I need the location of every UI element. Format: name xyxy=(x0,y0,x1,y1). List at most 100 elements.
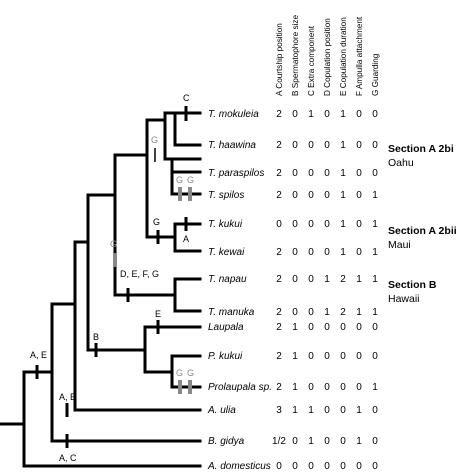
matrix-cell: 0 xyxy=(324,247,330,258)
taxon-label: Prolaupala sp. xyxy=(208,382,272,393)
matrix-cell: 0 xyxy=(308,322,314,333)
label-spilos-1: G xyxy=(176,175,183,185)
column-header: D Copulation position xyxy=(323,18,332,96)
matrix-cell: 0 xyxy=(372,140,378,151)
taxon-label: T. kukui xyxy=(208,219,243,230)
matrix-cell: 0 xyxy=(308,140,314,151)
matrix-cell: 0 xyxy=(324,461,330,472)
matrix-cell: 2 xyxy=(340,274,346,285)
matrix-cell: 0 xyxy=(324,140,330,151)
column-header: B Spermatophore size xyxy=(291,15,300,96)
matrix-cell: 2 xyxy=(276,247,282,258)
taxon-label: T. haawina xyxy=(208,140,256,151)
matrix-cell: 1 xyxy=(356,274,362,285)
matrix-cell: 1 xyxy=(340,168,346,179)
taxon-label: A. domesticus xyxy=(207,461,271,472)
matrix-cell: 0 xyxy=(356,461,362,472)
matrix-cell: 0 xyxy=(356,219,362,230)
matrix-cell: 1 xyxy=(308,109,314,120)
matrix-cell: 0 xyxy=(292,140,298,151)
label-kukui-tip: A xyxy=(183,234,189,244)
column-header: A Courtship position xyxy=(275,23,284,96)
column-headers: A Courtship position B Spermatophore siz… xyxy=(275,15,380,96)
taxon-label: T. kewai xyxy=(208,247,245,258)
matrix-cell: 0 xyxy=(308,382,314,393)
matrix-cell: 0 xyxy=(372,351,378,362)
matrix-cell: 0 xyxy=(308,351,314,362)
matrix-cell: 0 xyxy=(292,247,298,258)
matrix-cell: 2 xyxy=(276,307,282,318)
taxon-label: T. mokuleia xyxy=(208,109,259,120)
taxon-label: Laupala xyxy=(208,322,244,333)
taxon-label: A. ulia xyxy=(207,405,236,416)
section-subtitle: Maui xyxy=(388,239,411,251)
matrix-cell: 0 xyxy=(292,307,298,318)
matrix-cell: 1/2 xyxy=(272,436,286,447)
matrix-cell: 0 xyxy=(324,322,330,333)
matrix-cell: 0 xyxy=(356,382,362,393)
matrix-cell: 1 xyxy=(292,322,298,333)
matrix-cell: 0 xyxy=(324,382,330,393)
label-oahu-node: G xyxy=(151,135,158,145)
matrix-cell: 0 xyxy=(372,168,378,179)
matrix-cell: 1 xyxy=(372,190,378,201)
column-header: E Copulation duration xyxy=(339,17,348,96)
matrix-cell: 0 xyxy=(340,322,346,333)
matrix-cell: 1 xyxy=(308,405,314,416)
matrix-cell: 2 xyxy=(276,190,282,201)
matrix-cell: 1 xyxy=(292,405,298,416)
matrix-cell: 1 xyxy=(340,190,346,201)
matrix-cell: 1 xyxy=(356,436,362,447)
matrix-cell: 0 xyxy=(340,351,346,362)
matrix-cell: 0 xyxy=(356,190,362,201)
matrix-cell: 0 xyxy=(372,461,378,472)
matrix-cell: 0 xyxy=(372,322,378,333)
column-header: F Ampulla attachment xyxy=(355,16,364,96)
label-prolaupala-2: G xyxy=(187,368,194,378)
character-labels: C G G G G A D, E, F, G G E B G G A, E A,… xyxy=(30,93,194,463)
matrix-cell: 0 xyxy=(372,109,378,120)
matrix-cell: 1 xyxy=(356,307,362,318)
matrix-cell: 0 xyxy=(292,461,298,472)
matrix-cell: 1 xyxy=(340,219,346,230)
matrix-cell: 0 xyxy=(324,219,330,230)
matrix-cell: 2 xyxy=(276,322,282,333)
label-spilos-2: G xyxy=(187,175,194,185)
taxon-label: T. spilos xyxy=(208,190,244,201)
matrix-cell: 0 xyxy=(356,109,362,120)
matrix-cell: 0 xyxy=(292,109,298,120)
matrix-cell: 1 xyxy=(292,382,298,393)
label-prolaupala-1: G xyxy=(176,368,183,378)
character-ticks xyxy=(35,106,192,448)
label-kukui-node: G xyxy=(153,217,160,227)
section-title: Section A 2bi xyxy=(388,143,454,155)
section-title: Section B xyxy=(388,279,437,291)
matrix-cell: 1 xyxy=(356,405,362,416)
taxon-names: T. mokuleia T. haawina T. paraspilos T. … xyxy=(207,109,272,472)
matrix-cell: 2 xyxy=(276,382,282,393)
taxon-label: T. manuka xyxy=(208,307,255,318)
matrix-cell: 0 xyxy=(292,274,298,285)
taxon-label: P. kukui xyxy=(208,351,243,362)
matrix-cell: 0 xyxy=(292,219,298,230)
column-header: G Guarding xyxy=(371,53,380,96)
matrix-cell: 1 xyxy=(340,140,346,151)
matrix-cell: 0 xyxy=(324,168,330,179)
matrix-cell: 0 xyxy=(308,247,314,258)
matrix-cell: 0 xyxy=(340,461,346,472)
matrix-cell: 2 xyxy=(276,140,282,151)
matrix-cell: 1 xyxy=(308,436,314,447)
matrix-cell: 0 xyxy=(292,190,298,201)
matrix-cell: 0 xyxy=(308,168,314,179)
label-laupala: E xyxy=(155,309,161,319)
matrix-cell: 2 xyxy=(276,274,282,285)
matrix-cell: 0 xyxy=(324,436,330,447)
matrix-cell: 0 xyxy=(308,219,314,230)
matrix-cell: 0 xyxy=(356,247,362,258)
matrix-cell: 0 xyxy=(340,436,346,447)
matrix-cell: 1 xyxy=(340,109,346,120)
matrix-cell: 1 xyxy=(372,274,378,285)
